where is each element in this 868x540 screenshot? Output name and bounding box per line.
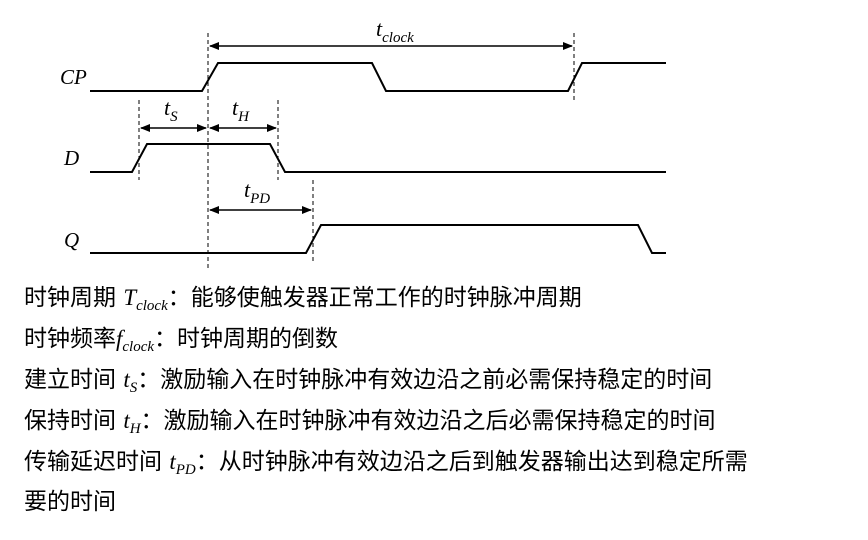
- definition-clock-frequency: 时钟频率fclock：时钟周期的倒数: [24, 318, 868, 359]
- definition-text: ：时钟周期的倒数: [154, 326, 339, 352]
- definition-text: ：从时钟脉冲有效边沿之后到触发器输出达到稳定所需: [195, 449, 748, 475]
- definition-propagation-delay: 传输延迟时间 tPD：从时钟脉冲有效边沿之后到触发器输出达到稳定所需: [24, 441, 868, 482]
- t-prop-label: tPD: [244, 177, 270, 207]
- definition-term: 要的时间: [24, 489, 116, 515]
- definition-text: ：激励输入在时钟脉冲有效边沿之前必需保持稳定的时间: [137, 367, 713, 393]
- definition-text: ：能够使触发器正常工作的时钟脉冲周期: [167, 285, 582, 311]
- t-hold-label: tH: [232, 95, 250, 125]
- definition-term: 建立时间: [24, 367, 124, 393]
- definition-term: 时钟周期: [24, 285, 124, 311]
- d-signal-label: D: [63, 146, 79, 170]
- timing-diagram: CP D Q tclock tS tH tPD: [60, 16, 666, 268]
- q-signal-label: Q: [64, 228, 79, 252]
- t-clock-label: tclock: [376, 16, 414, 46]
- definition-symbol: tPD: [169, 449, 196, 478]
- definition-symbol: fclock: [116, 326, 155, 355]
- t-setup-label: tS: [164, 95, 178, 125]
- definition-term: 传输延迟时间: [24, 449, 170, 475]
- definition-setup-time: 建立时间 tS：激励输入在时钟脉冲有效边沿之前必需保持稳定的时间: [24, 359, 868, 400]
- definition-symbol: Tclock: [123, 285, 168, 314]
- cp-signal-label: CP: [60, 65, 87, 89]
- definition-term: 时钟频率: [24, 326, 116, 352]
- cp-waveform: [90, 62, 666, 92]
- definition-propagation-delay-cont: 要的时间: [24, 482, 868, 523]
- q-waveform: [90, 224, 666, 254]
- definition-symbol: tS: [123, 367, 138, 396]
- definition-clock-period: 时钟周期 Tclock：能够使触发器正常工作的时钟脉冲周期: [24, 277, 868, 318]
- d-waveform: [90, 143, 666, 173]
- definition-term: 保持时间: [24, 408, 124, 434]
- definition-symbol: tH: [123, 408, 141, 437]
- definition-hold-time: 保持时间 tH：激励输入在时钟脉冲有效边沿之后必需保持稳定的时间: [24, 400, 868, 441]
- definitions-list: 时钟周期 Tclock：能够使触发器正常工作的时钟脉冲周期 时钟频率fclock…: [24, 277, 868, 523]
- definition-text: ：激励输入在时钟脉冲有效边沿之后必需保持稳定的时间: [140, 408, 716, 434]
